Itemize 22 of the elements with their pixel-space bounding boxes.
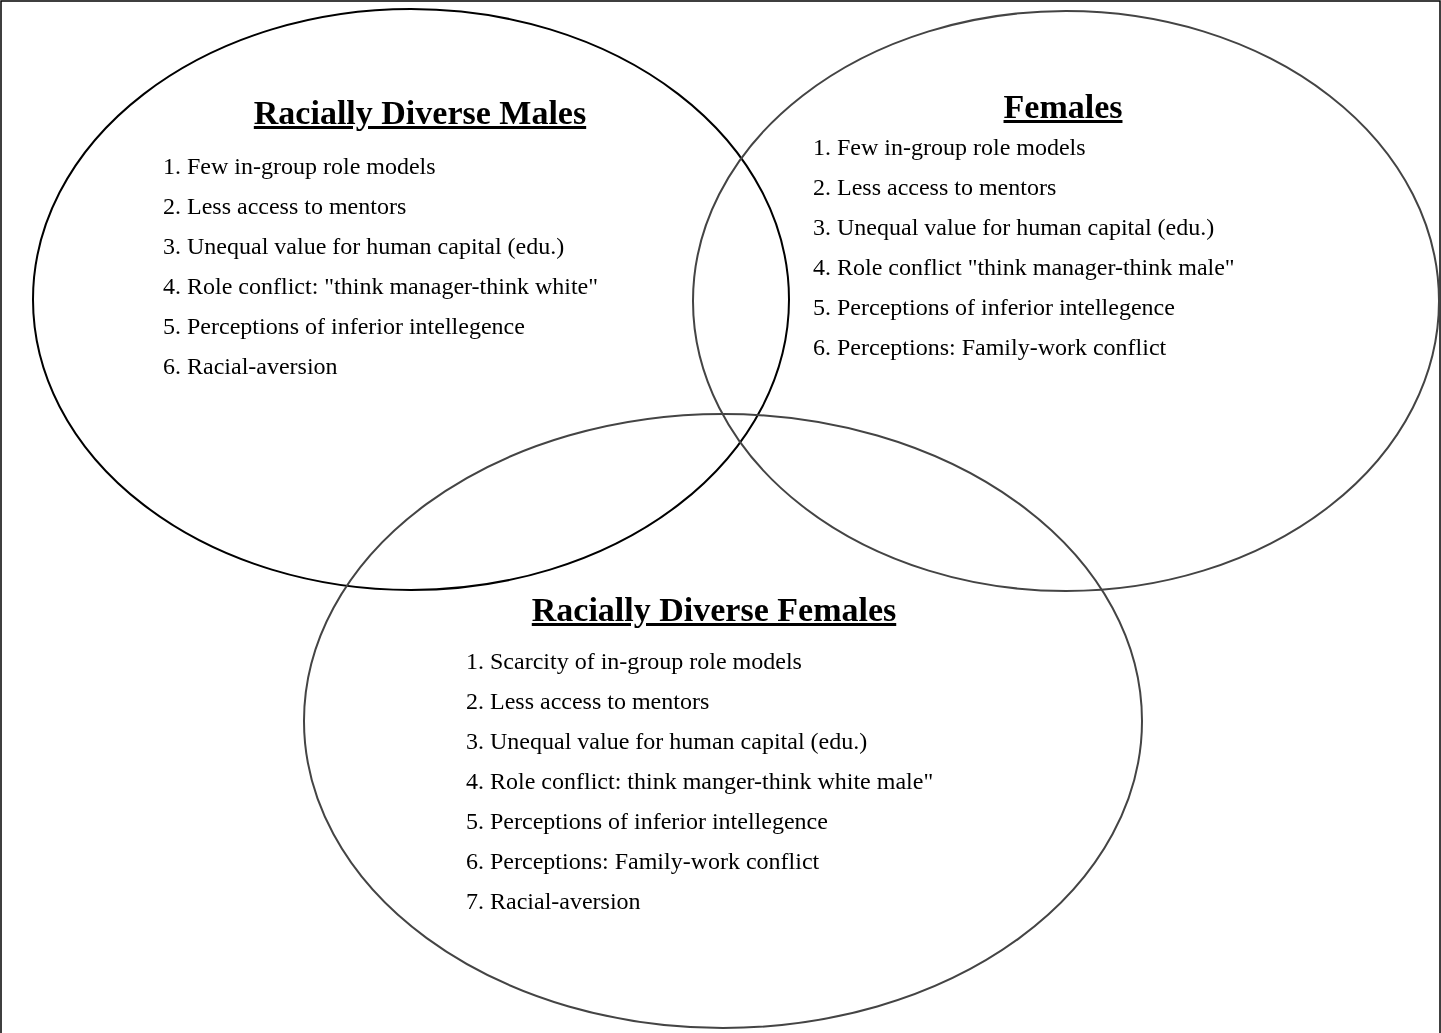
list-item: 4. Role conflict: "think manager-think white" [163,274,598,298]
list-item: 2. Less access to mentors [813,175,1057,199]
circle-heading: Racially Diverse Females [531,593,897,627]
list-item: 4. Role conflict "think manager-think male" [813,255,1235,279]
list-item: 1. Few in-group role models [163,154,436,178]
list-item: 2. Less access to mentors [466,689,710,713]
list-item: 6. Perceptions: Family-work conflict [466,849,820,873]
list-item: 3. Unequal value for human capital (edu.) [163,234,565,258]
list-item: 1. Scarcity of in-group role models [466,649,802,673]
list-item: 6. Perceptions: Family-work conflict [813,335,1167,359]
list-item: 2. Less access to mentors [163,194,407,218]
circle-heading: Racially Diverse Males [253,96,587,130]
list-item: 5. Perceptions of inferior intellegence [813,295,1175,319]
list-item: 1. Few in-group role models [813,135,1086,159]
list-item: 3. Unequal value for human capital (edu.) [466,729,868,753]
circle-heading: Females [1003,90,1123,124]
list-item: 5. Perceptions of inferior intellegence [163,314,525,338]
list-item: 5. Perceptions of inferior intellegence [466,809,828,833]
list-item: 3. Unequal value for human capital (edu.) [813,215,1215,239]
list-item: 4. Role conflict: think manger-think white male" [466,769,934,793]
list-item: 7. Racial-aversion [466,889,641,913]
list-item: 6. Racial-aversion [163,354,338,378]
